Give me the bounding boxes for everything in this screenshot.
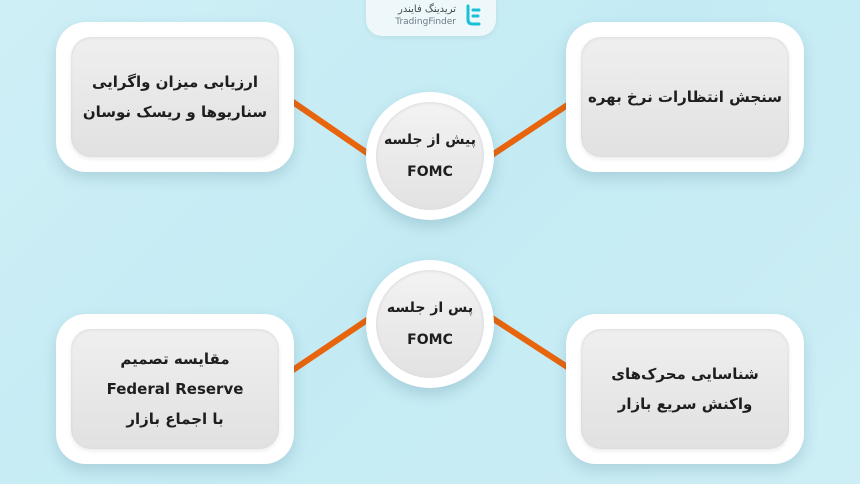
connector-top-left <box>287 97 373 158</box>
card-top-right: سنجش انتظارات نرخ بهره <box>566 22 804 172</box>
connector-top-right <box>489 97 578 158</box>
hub-before-fomc: پیش از جلسه FOMC <box>366 92 494 220</box>
brand-text: تریدینگ فایندر TradingFinder <box>395 4 456 28</box>
card-text-line: Federal Reserve <box>106 380 244 398</box>
brand-logo-icon <box>466 4 481 26</box>
hub-after-fomc: پس از جلسه FOMC <box>366 260 494 388</box>
brand-header: تریدینگ فایندر TradingFinder <box>366 0 496 36</box>
card-text-line: واکنش سریع بازار <box>617 395 753 413</box>
card-bottom-left-inner: مقایسه تصمیم Federal Reserve با اجماع با… <box>71 329 279 449</box>
hub-after-inner: پس از جلسه FOMC <box>376 270 484 378</box>
hub-title: پس از جلسه <box>386 300 474 316</box>
card-top-left-inner: ارزیابی میزان واگرایی سناریوها و ریسک نو… <box>71 37 279 157</box>
card-text-line: سناریوها و ریسک نوسان <box>82 103 268 121</box>
hub-before-inner: پیش از جلسه FOMC <box>376 102 484 210</box>
card-bottom-right: شناسایی محرک‌های واکنش سریع بازار <box>566 314 804 464</box>
card-bottom-right-inner: شناسایی محرک‌های واکنش سریع بازار <box>581 329 789 449</box>
card-text-line: با اجماع بازار <box>126 410 224 428</box>
card-text-line: مقایسه تصمیم <box>120 350 230 368</box>
card-text-line: سنجش انتظارات نرخ بهره <box>587 88 783 106</box>
connector-bottom-left <box>287 315 373 375</box>
card-text-line: ارزیابی میزان واگرایی <box>91 73 259 91</box>
hub-subtitle: FOMC <box>407 332 453 348</box>
card-bottom-left: مقایسه تصمیم Federal Reserve با اجماع با… <box>56 314 294 464</box>
card-top-left: ارزیابی میزان واگرایی سناریوها و ریسک نو… <box>56 22 294 172</box>
brand-name-en: TradingFinder <box>395 17 456 27</box>
hub-title: پیش از جلسه <box>384 132 476 148</box>
brand-name-fa: تریدینگ فایندر <box>398 4 456 15</box>
card-top-right-inner: سنجش انتظارات نرخ بهره <box>581 37 789 157</box>
hub-subtitle: FOMC <box>407 164 453 180</box>
card-text-line: شناسایی محرک‌های <box>611 365 759 383</box>
connector-bottom-right <box>489 315 578 375</box>
